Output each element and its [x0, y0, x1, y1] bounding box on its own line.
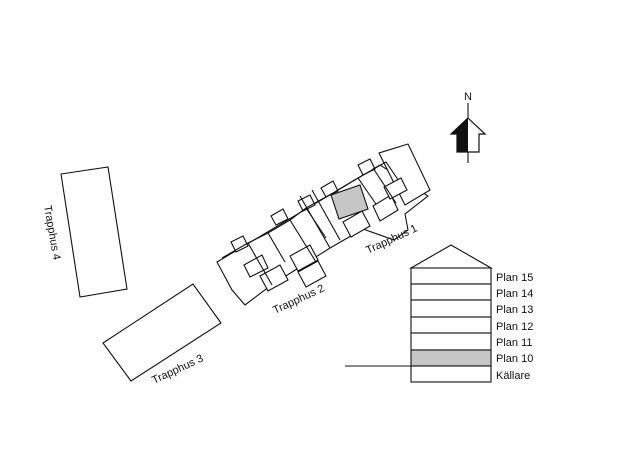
floor-label: Plan 10: [496, 353, 533, 365]
main-building: [216, 143, 431, 306]
stair-block: [289, 244, 319, 272]
room-outline: [305, 177, 381, 211]
trapphus-2-label: Trapphus 2: [271, 282, 326, 316]
interior-wall: [289, 219, 317, 263]
roof-outline: [408, 244, 494, 269]
floor-kallare: [410, 365, 492, 383]
floor-plan-14: [410, 283, 492, 301]
interior-wall: [311, 189, 341, 241]
floor-label: Plan 13: [496, 304, 533, 316]
highlighted-apartment: [330, 184, 369, 220]
stair-block: [243, 254, 269, 278]
north-arrow-icon: N: [449, 91, 487, 163]
floor-plan-11: [410, 332, 492, 351]
trapphus-4-label: Trapphus 4: [41, 204, 62, 260]
north-label: N: [464, 91, 472, 103]
interior-wall: [372, 167, 397, 204]
room-outline: [357, 161, 404, 188]
floor-plan-15: [410, 267, 492, 285]
trapphus-3-building: [102, 283, 222, 382]
floor-label: Plan 14: [496, 288, 533, 300]
floor-section: Plan 15 Plan 14 Plan 13 Plan 12 Plan 11 …: [345, 244, 533, 383]
floor-plan-13: [410, 299, 492, 318]
floor-plan-12: [410, 316, 492, 334]
balcony: [230, 235, 249, 253]
floor-label: Plan 15: [496, 272, 533, 284]
floor-plan-10-highlighted: [410, 349, 492, 367]
stair-block: [342, 210, 371, 238]
interior-wall: [299, 195, 331, 249]
stair-block: [297, 260, 327, 288]
trapphus-4-building: [60, 166, 128, 298]
stair-block: [259, 264, 289, 292]
floor-label: Plan 11: [496, 337, 533, 349]
interior-wall: [247, 242, 273, 286]
stair-block: [372, 194, 399, 222]
floor-label: Källare: [496, 370, 530, 382]
floor-label: Plan 12: [496, 321, 533, 333]
room-outline: [221, 232, 286, 263]
balcony: [270, 208, 289, 226]
